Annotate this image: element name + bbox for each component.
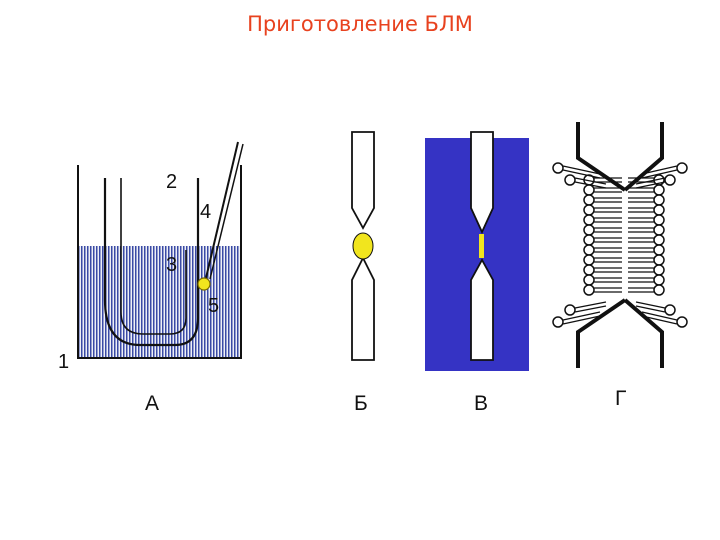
lipid-head-left	[583, 254, 595, 266]
panel-g-bilayer: Г	[552, 122, 688, 410]
panel-a-setup: 2 4 3 5 1 А	[58, 141, 244, 415]
pipette-outer	[205, 141, 239, 279]
inner-cup	[103, 178, 200, 347]
panel-label-v: В	[474, 392, 488, 415]
lipid-molecule-pair	[583, 284, 665, 296]
lipid-tail	[635, 177, 666, 185]
thick-lipid-droplet	[352, 232, 374, 260]
lipid-molecule-pair	[583, 244, 665, 256]
diagram-title: Приготовление БЛМ	[247, 12, 473, 36]
aperture-lower-wall	[470, 258, 494, 361]
lipid-tail	[635, 301, 666, 309]
support-upper-right	[623, 122, 664, 192]
panel-label-b: Б	[354, 392, 368, 415]
callout-1: 1	[58, 351, 69, 373]
lipid-tail	[574, 177, 607, 185]
lipid-head-left	[583, 214, 595, 226]
lipid-molecule-pair	[583, 234, 665, 246]
aperture-upper-wall	[351, 131, 375, 230]
lipid-tail	[641, 169, 678, 179]
lipid-tail	[574, 181, 607, 189]
lipid-tail	[641, 165, 678, 175]
lipid-tail	[562, 311, 601, 321]
lipid-head-right	[653, 204, 665, 216]
lipid-head	[664, 304, 676, 316]
aperture-lower-wall	[351, 255, 375, 361]
lipid-tail	[635, 181, 666, 189]
black-lipid-film	[479, 234, 484, 258]
lipid-molecule-pair	[583, 274, 665, 286]
lipid-head	[676, 316, 688, 328]
edge-lipid-molecule	[635, 174, 676, 189]
lipid-head-left	[583, 184, 595, 196]
lipid-head	[664, 174, 676, 186]
lipid-head-right	[653, 254, 665, 266]
lipid-head	[552, 162, 564, 174]
aperture-upper-wall	[470, 131, 494, 235]
lipid-head-right	[653, 184, 665, 196]
lipid-head	[676, 162, 688, 174]
callout-4: 4	[200, 201, 211, 223]
edge-lipid-molecule	[641, 162, 688, 179]
lipid-head	[552, 316, 564, 328]
support-lower-right	[623, 298, 664, 368]
lipid-molecule-pair	[583, 204, 665, 216]
lipid-molecule-pair	[583, 214, 665, 226]
edge-lipid-molecule	[641, 311, 688, 328]
edge-lipid-molecule	[564, 301, 607, 316]
edge-lipid-molecule	[552, 311, 601, 328]
lipid-head-right	[653, 264, 665, 276]
lipid-head-left	[583, 284, 595, 296]
support-upper-left	[576, 122, 627, 192]
lipid-head-left	[583, 244, 595, 256]
lipid-tail	[574, 301, 607, 309]
lipid-tail	[562, 315, 601, 325]
lipid-head-right	[653, 224, 665, 236]
panel-label-g: Г	[615, 387, 626, 410]
edge-lipid-molecule	[552, 162, 601, 179]
lipid-head-left	[583, 274, 595, 286]
callout-3: 3	[166, 254, 177, 276]
edge-lipid-molecule	[564, 174, 607, 189]
pipette-inner	[209, 143, 244, 280]
lipid-head-left	[583, 194, 595, 206]
lipid-tail	[562, 165, 601, 175]
lipid-head-left	[583, 204, 595, 216]
lipid-head-right	[653, 194, 665, 206]
lipid-head	[564, 304, 576, 316]
lipid-head-right	[653, 284, 665, 296]
lipid-tail	[641, 311, 678, 321]
panel-label-a: А	[145, 392, 159, 415]
lipid-molecule-pair	[583, 224, 665, 236]
lipid-head-left	[583, 224, 595, 236]
lipid-head-right	[653, 234, 665, 246]
lipid-tail	[562, 169, 601, 179]
callout-5: 5	[208, 295, 219, 317]
lipid-head-right	[653, 244, 665, 256]
lipid-head-left	[583, 234, 595, 246]
lipid-head-right	[653, 214, 665, 226]
edge-lipid-molecule	[635, 301, 676, 316]
panel-v-thinned: В	[425, 131, 529, 415]
lipid-head-right	[653, 274, 665, 286]
lipid-tail	[635, 305, 666, 313]
beaker-outline	[77, 165, 242, 359]
lipid-tail	[641, 315, 678, 325]
panel-b-aperture: Б	[351, 131, 375, 415]
lipid-molecule-pair	[583, 264, 665, 276]
callout-2: 2	[166, 171, 177, 193]
lipid-molecule-pair	[583, 254, 665, 266]
lipid-molecule-pair	[583, 194, 665, 206]
lipid-head-left	[583, 264, 595, 276]
lipid-tail	[574, 305, 607, 313]
support-lower-left	[576, 298, 627, 368]
inner-cup-wall	[120, 178, 187, 335]
lipid-drop	[197, 277, 211, 291]
lipid-head	[564, 174, 576, 186]
